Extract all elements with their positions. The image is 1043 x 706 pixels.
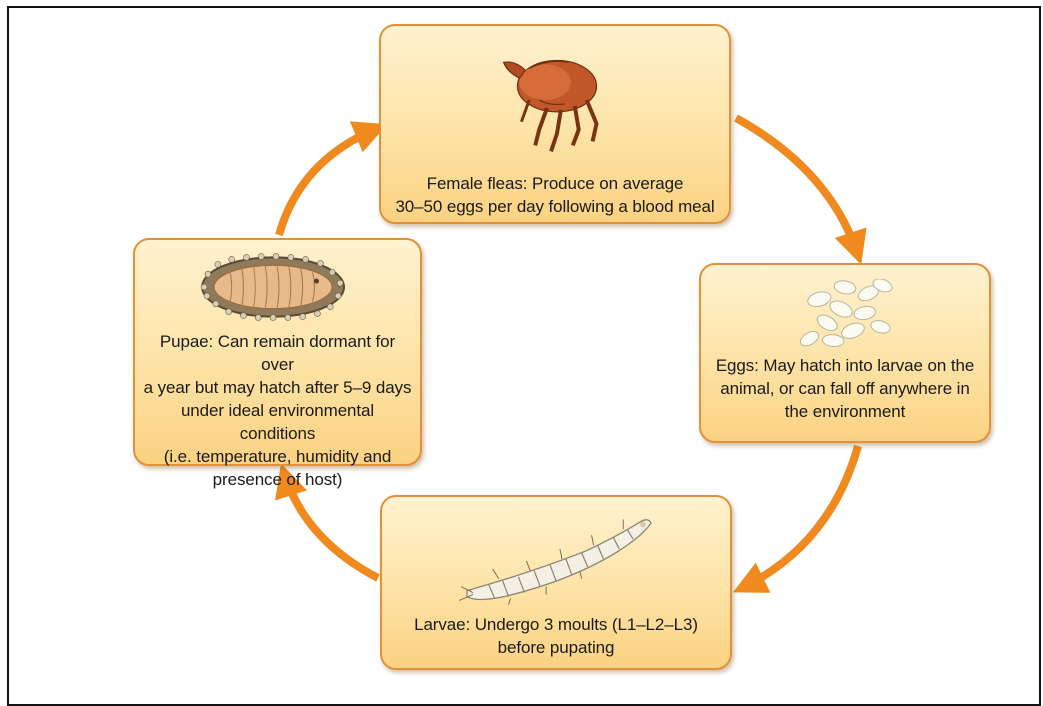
eggs-icon: [701, 279, 989, 347]
arrow-pupae-to-female: [279, 128, 378, 235]
arrow-eggs-to-larvae: [742, 446, 858, 588]
flea-icon: [381, 34, 729, 159]
pupa-icon: [135, 250, 420, 325]
stage-larvae-caption: Larvae: Undergo 3 moults (L1–L2–L3) befo…: [390, 613, 722, 659]
caption-line: before pupating: [390, 636, 722, 659]
caption-line: Female fleas: Produce on average: [389, 172, 721, 195]
larva-icon: [382, 507, 730, 607]
stage-eggs-caption: Eggs: May hatch into larvae on the anima…: [709, 354, 981, 423]
caption-line: animal, or can fall off anywhere in: [709, 377, 981, 400]
caption-line: Larvae: Undergo 3 moults (L1–L2–L3): [390, 613, 722, 636]
stage-female-caption: Female fleas: Produce on average 30–50 e…: [389, 172, 721, 218]
caption-line: a year but may hatch after 5–9 days: [143, 376, 412, 399]
caption-line: (i.e. temperature, humidity and: [143, 445, 412, 468]
arrow-female-to-eggs: [736, 118, 858, 255]
caption-line: Eggs: May hatch into larvae on the: [709, 354, 981, 377]
caption-line: Pupae: Can remain dormant for over: [143, 330, 412, 376]
stage-larvae: Larvae: Undergo 3 moults (L1–L2–L3) befo…: [380, 495, 732, 670]
stage-pupae: Pupae: Can remain dormant for over a yea…: [133, 238, 422, 466]
stage-female-fleas: Female fleas: Produce on average 30–50 e…: [379, 24, 731, 224]
stage-pupae-caption: Pupae: Can remain dormant for over a yea…: [143, 330, 412, 491]
caption-line: under ideal environmental conditions: [143, 399, 412, 445]
stage-eggs: Eggs: May hatch into larvae on the anima…: [699, 263, 991, 443]
caption-line: 30–50 eggs per day following a blood mea…: [389, 195, 721, 218]
caption-line: presence of host): [143, 468, 412, 491]
caption-line: the environment: [709, 400, 981, 423]
